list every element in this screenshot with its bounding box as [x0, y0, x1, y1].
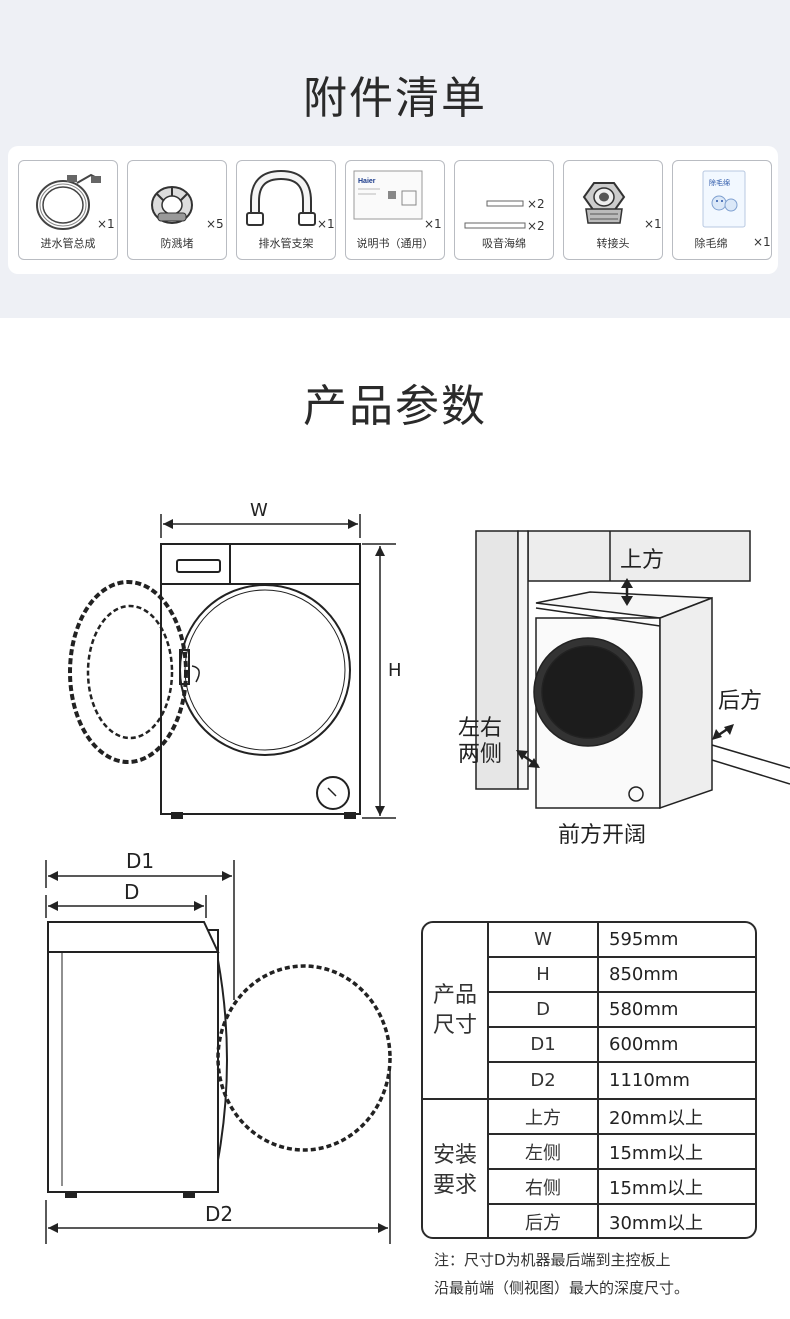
accessory-qty: ×1: [424, 217, 442, 231]
spec-key: H: [489, 958, 599, 991]
adapter-icon: [582, 182, 626, 224]
installation-view-diagram: [475, 530, 790, 810]
table-row: 后方 30mm以上: [489, 1205, 755, 1237]
accessory-label: 转接头: [596, 237, 630, 250]
spec-group-size: 产品 尺寸: [423, 923, 489, 1098]
accessory-card-adapter: ×1 转接头: [563, 160, 663, 260]
depth-d2-label: D2: [205, 1202, 234, 1226]
spec-value: 850mm: [609, 964, 679, 985]
drain-hose-bracket-icon: [246, 169, 316, 226]
accessory-label: 防溅堵: [160, 237, 194, 250]
accessory-qty: ×1: [644, 217, 662, 231]
width-label: W: [250, 500, 268, 521]
spec-value: 580mm: [609, 999, 679, 1020]
spec-key: 左侧: [489, 1135, 599, 1168]
note-line-1: 注：尺寸D为机器最后端到主控板上: [434, 1251, 671, 1269]
note-line-2: 沿最前端（侧视图）最大的深度尺寸。: [434, 1279, 690, 1297]
accessory-label: 进水管总成: [40, 237, 96, 250]
spec-table: 产品 尺寸 安装 要求 W 595mm H 850mm D 580mm D1 6…: [421, 921, 757, 1239]
spec-value: 20mm以上: [609, 1107, 703, 1129]
spec-value: 1110mm: [609, 1070, 690, 1091]
accessory-qty: ×1: [97, 217, 115, 231]
install-top-label: 上方: [620, 548, 665, 573]
table-row: W 595mm: [489, 923, 755, 958]
accessory-qty: ×5: [206, 217, 224, 231]
lint-sponge-icon: 除毛绵: [702, 170, 746, 228]
accessory-label: 除毛绵: [694, 237, 728, 250]
sound-sponge-icon: [464, 200, 526, 229]
install-back-label: 后方: [718, 689, 763, 714]
accessory-card-manual: Haier ×1 说明书（通用）: [345, 160, 445, 260]
spec-group-install: 安装 要求: [423, 1100, 489, 1237]
table-row: 右侧 15mm以上: [489, 1170, 755, 1205]
accessory-qty: ×2: [527, 197, 545, 211]
table-row: D2 1110mm: [489, 1063, 755, 1098]
accessories-panel: ×1 进水管总成 ×5 防溅堵 ×1 排水管支架 Haier: [8, 146, 778, 274]
accessory-qty: ×1: [317, 217, 335, 231]
table-row: 左侧 15mm以上: [489, 1135, 755, 1170]
accessory-qty: ×1: [753, 235, 771, 249]
spec-key: 后方: [489, 1205, 599, 1237]
inlet-hose-icon: [36, 173, 101, 230]
spec-key: 右侧: [489, 1170, 599, 1203]
depth-d1-label: D1: [126, 849, 155, 873]
spec-key: D1: [489, 1028, 599, 1061]
accessory-qty: ×2: [527, 219, 545, 233]
front-view-diagram: [68, 514, 396, 819]
accessory-label: 吸音海绵: [482, 237, 526, 250]
table-row: 上方 20mm以上: [489, 1100, 755, 1135]
accessory-card-drain-hose-bracket: ×1 排水管支架: [236, 160, 336, 260]
table-row: D 580mm: [489, 993, 755, 1028]
spec-key: D: [489, 993, 599, 1026]
accessory-card-inlet-hose: ×1 进水管总成: [18, 160, 118, 260]
manual-icon: Haier: [353, 170, 423, 220]
accessory-card-anti-splash-plug: ×5 防溅堵: [127, 160, 227, 260]
manual-brand-text: Haier: [358, 178, 376, 185]
spec-key: 上方: [489, 1100, 599, 1133]
spec-key: D2: [489, 1063, 599, 1098]
lint-pack-text: 除毛绵: [709, 178, 730, 187]
install-front-label: 前方开阔: [558, 823, 647, 848]
anti-splash-plug-icon: [151, 186, 193, 224]
spec-value: 15mm以上: [609, 1142, 703, 1164]
accessory-label: 说明书（通用）: [356, 237, 434, 250]
depth-d-label: D: [124, 880, 140, 904]
spec-group-divider: [423, 1098, 755, 1100]
accessory-card-lint-sponge: 除毛绵 ×1 除毛绵: [672, 160, 772, 260]
accessory-label: 排水管支架: [258, 237, 314, 250]
accessory-card-sound-sponge: ×2 ×2 吸音海绵: [454, 160, 554, 260]
install-sides-label: 左右 两侧: [458, 716, 503, 767]
accessories-title: 附件清单: [303, 73, 487, 124]
spec-key: W: [489, 923, 599, 956]
side-view-diagram: [45, 860, 392, 1244]
dimension-note: 注：尺寸D为机器最后端到主控板上 沿最前端（侧视图）最大的深度尺寸。: [434, 1246, 774, 1302]
spec-value: 595mm: [609, 929, 679, 950]
spec-value: 15mm以上: [609, 1177, 703, 1199]
product-params-title: 产品参数: [303, 381, 487, 432]
height-label: H: [388, 660, 402, 681]
spec-value: 30mm以上: [609, 1213, 703, 1234]
table-row: D1 600mm: [489, 1028, 755, 1063]
table-row: H 850mm: [489, 958, 755, 993]
spec-value: 600mm: [609, 1034, 679, 1055]
